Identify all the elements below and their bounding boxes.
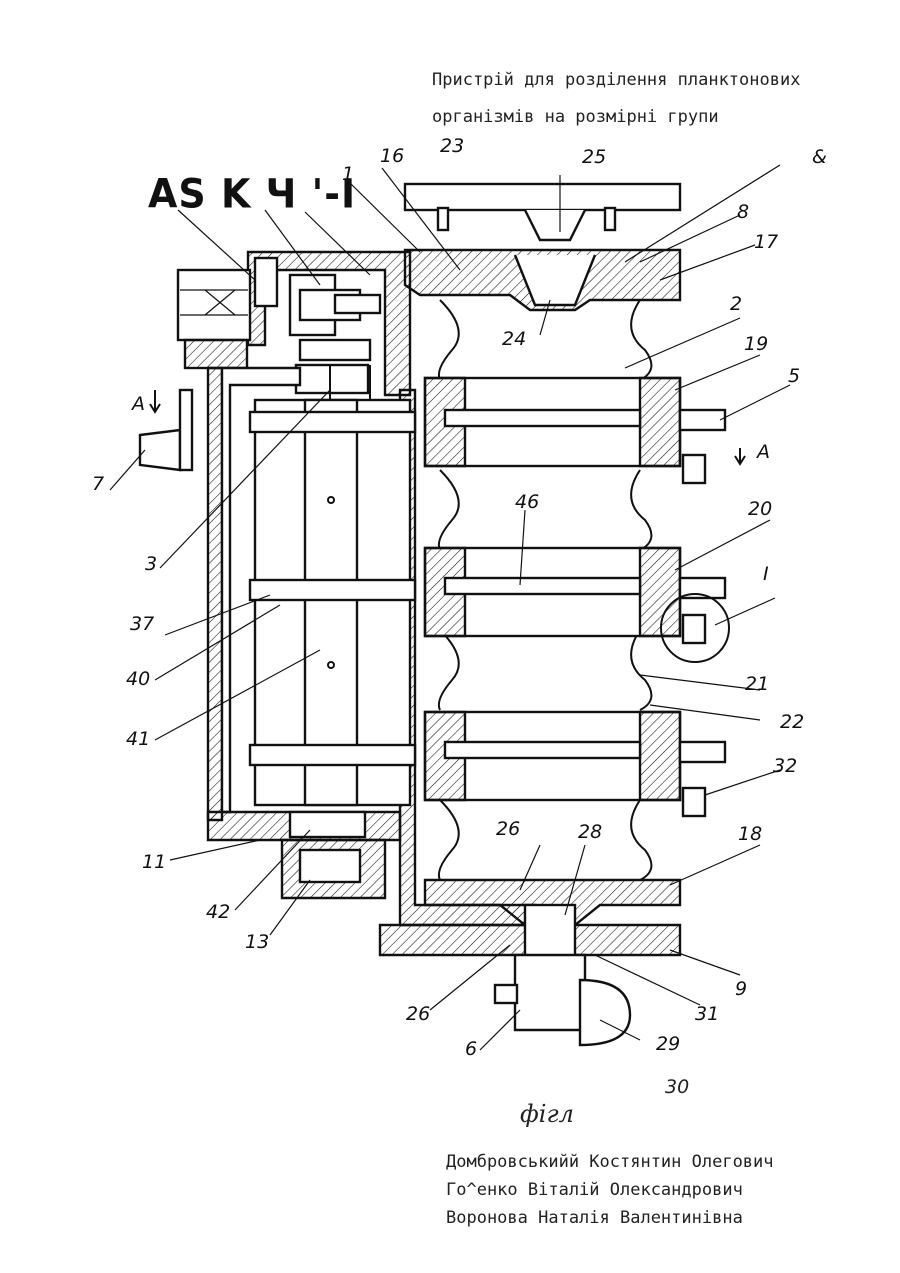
sieve-stage-1 [425, 378, 725, 483]
label-20: 20 [748, 498, 772, 520]
label-1: 1 [342, 163, 354, 185]
author-2: Го^енко Віталій Олександрович [446, 1180, 743, 1200]
label-7: 7 [92, 473, 104, 495]
label-6: 6 [465, 1038, 477, 1060]
label-22: 22 [780, 711, 804, 733]
label-46: 46 [515, 491, 539, 513]
label-9: 9 [735, 978, 747, 1000]
label-19: 19 [744, 333, 768, 355]
label-23: 23 [440, 135, 464, 157]
top-handle [405, 184, 680, 240]
label-40: 40 [126, 668, 150, 690]
left-handle [140, 390, 192, 470]
section-label-A-right: A [755, 441, 770, 463]
label-11: 11 [142, 851, 166, 873]
label-3: 3 [145, 553, 157, 575]
figure-number: 30 [665, 1076, 689, 1098]
label-31: 31 [695, 1003, 719, 1025]
author-3: Воронова Наталія Валентинівна [446, 1208, 743, 1228]
rotor-assembly [250, 400, 415, 805]
label-8: 8 [737, 201, 749, 223]
label-amp: & [812, 146, 827, 168]
section-label-A-left: A [130, 393, 145, 415]
label-26-top: 26 [496, 818, 520, 840]
label-42: 42 [206, 901, 230, 923]
bottom-cone [425, 880, 680, 1045]
sieve-stage-3 [425, 712, 725, 816]
label-41: 41 [126, 728, 150, 750]
label-21: 21 [745, 673, 769, 695]
label-2: 2 [730, 293, 742, 315]
label-29: 29 [656, 1033, 680, 1055]
label-26-bottom: 26 [406, 1003, 430, 1025]
label-24: 24 [502, 328, 526, 350]
label-16: 16 [380, 145, 404, 167]
label-17: 17 [754, 231, 778, 253]
label-37: 37 [130, 613, 154, 635]
figure-caption: фігл [520, 1100, 574, 1128]
author-1: Домбровськийй Костянтин Олегович [446, 1152, 774, 1172]
label-28: 28 [578, 821, 602, 843]
label-25: 25 [582, 146, 606, 168]
label-32: 32 [773, 755, 797, 777]
label-5: 5 [788, 365, 800, 387]
label-13: 13 [245, 931, 269, 953]
detail-label-I: I [763, 563, 769, 585]
label-18: 18 [738, 823, 762, 845]
